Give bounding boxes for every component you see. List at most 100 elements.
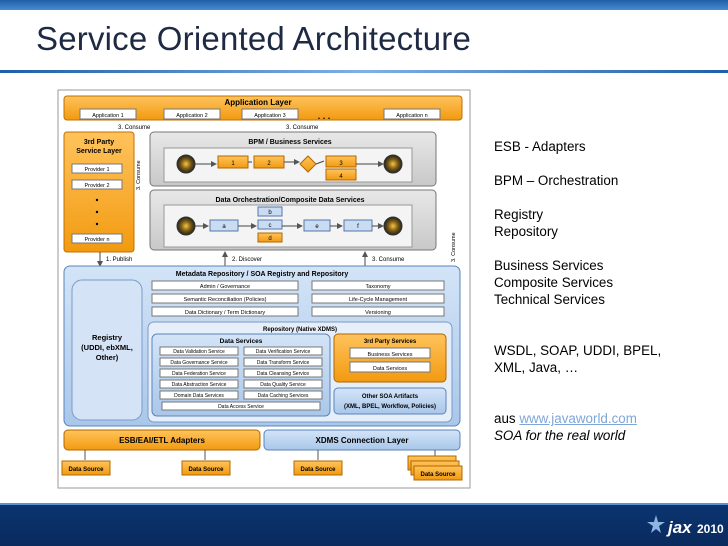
data-orchestration: Data Orchestration/Composite Data Servic… bbox=[149, 189, 437, 251]
bpm-node-2: 2 bbox=[267, 161, 271, 167]
consume-label-3: 3. Consume bbox=[136, 160, 142, 190]
third-party-service-layer: 3rd Party Service Layer Provider 1 Provi… bbox=[63, 131, 135, 253]
provider-2: Provider 2 bbox=[84, 183, 109, 189]
application-layer: Application Layer Application 1 Applicat… bbox=[63, 95, 463, 121]
metadata-left-1: Admin / Governance bbox=[200, 284, 250, 290]
soa-artifacts-line-2: (XML, BPEL, Workflow, Policies) bbox=[344, 404, 436, 410]
note-aus: aus bbox=[494, 411, 520, 426]
orchestration-title: Data Orchestration/Composite Data Servic… bbox=[216, 197, 365, 204]
consume-label-1: 3. Consume bbox=[118, 125, 151, 131]
data-access-service: Data Access Service bbox=[218, 404, 264, 410]
note-source: aus www.javaworld.com bbox=[494, 410, 724, 427]
note-tagline: SOA for the real world bbox=[494, 428, 626, 443]
registry-box: Registry (UDDI, ebXML, Other) bbox=[71, 279, 143, 421]
adapter-layers: ESB/EAI/ETL Adapters XDMS Connection Lay… bbox=[63, 429, 461, 460]
metadata-title: Metadata Repository / SOA Registry and R… bbox=[176, 271, 349, 278]
note-bpm: BPM – Orchestration bbox=[494, 173, 619, 188]
registry-line-3: Other) bbox=[96, 353, 119, 362]
consume-label-5: 3. Consume bbox=[372, 257, 405, 263]
third-party-services-title: 3rd Party Services bbox=[364, 339, 417, 345]
provider-1: Provider 1 bbox=[84, 167, 109, 173]
metadata-right-3: Versioning bbox=[365, 310, 391, 316]
note-repository: Repository bbox=[494, 224, 559, 239]
metadata-right-2: Life-Cycle Management bbox=[349, 297, 408, 303]
data-service-right: Data Cleansing Service bbox=[257, 371, 309, 377]
application-3: Application 3 bbox=[254, 113, 286, 119]
data-service-left-box bbox=[159, 357, 239, 367]
logo-jax: jax bbox=[666, 518, 693, 537]
discover-label: 2. Discover bbox=[232, 257, 262, 263]
footer-accent-line bbox=[0, 503, 728, 505]
orch-node-a: a bbox=[222, 224, 226, 230]
javaworld-link[interactable]: www.javaworld.com bbox=[519, 411, 637, 426]
soa-artifacts-line-1: Other SOA Artifacts bbox=[362, 394, 419, 400]
data-source-4: Data Source bbox=[420, 472, 456, 478]
application-ellipsis: . . . bbox=[318, 111, 331, 121]
application-1: Application 1 bbox=[92, 113, 124, 119]
publish-label: 1. Publish bbox=[106, 257, 132, 263]
xdms-connection-layer: XDMS Connection Layer bbox=[316, 436, 409, 445]
orch-node-f: f bbox=[357, 224, 359, 230]
logo-year: 2010 bbox=[697, 522, 724, 536]
data-service-left-box bbox=[159, 379, 239, 389]
consume-label-4: 3. Consume bbox=[451, 232, 457, 262]
data-service-left: Domain Data Services bbox=[174, 393, 224, 399]
title-underline bbox=[0, 70, 728, 73]
note-business-services: Business Services bbox=[494, 258, 604, 273]
data-service-right-box bbox=[243, 357, 323, 367]
data-service-right-box bbox=[243, 346, 323, 356]
bpm-node-3: 3 bbox=[339, 161, 343, 167]
data-service-right: Data Transform Service bbox=[257, 360, 310, 366]
third-party-services: 3rd Party Services Business Services Dat… bbox=[333, 333, 447, 383]
data-service-left-box bbox=[159, 346, 239, 356]
data-service-right: Data Caching Services bbox=[258, 393, 309, 399]
orch-node-c: c bbox=[269, 223, 272, 229]
metadata-left-2: Semantic Reconciliation (Policies) bbox=[184, 297, 267, 303]
provider-n: Provider n bbox=[84, 237, 109, 243]
note-standards-2: XML, Java, … bbox=[494, 360, 579, 375]
data-service-left-box bbox=[159, 390, 239, 400]
third-party-data-services: Data Services bbox=[373, 366, 407, 372]
application-layer-title: Application Layer bbox=[224, 98, 291, 107]
application-n: Application n bbox=[396, 113, 428, 119]
metadata-left-3: Data Dictionary / Term Dictionary bbox=[185, 310, 266, 316]
soa-artifacts: Other SOA Artifacts (XML, BPEL, Workflow… bbox=[333, 387, 447, 415]
data-service-left: Data Validation Service bbox=[173, 349, 225, 355]
orch-node-d: d bbox=[268, 236, 271, 242]
esb-adapters: ESB/EAI/ETL Adapters bbox=[119, 436, 205, 445]
data-service-right-box bbox=[243, 379, 323, 389]
footer-bar bbox=[0, 505, 728, 546]
consume-label-2: 3. Consume bbox=[286, 125, 319, 131]
slide-title: Service Oriented Architecture bbox=[36, 20, 471, 57]
notes-panel: ESB - Adapters BPM – Orchestration Regis… bbox=[494, 138, 724, 461]
bpm-node-4: 4 bbox=[339, 174, 343, 180]
metadata-right-1: Taxonomy bbox=[365, 284, 390, 290]
note-technical-services: Technical Services bbox=[494, 292, 605, 307]
registry-flow-arrows: 1. Publish 2. Discover 3. Consume bbox=[97, 251, 405, 267]
note-standards-1: WSDL, SOAP, UDDI, BPEL, bbox=[494, 343, 662, 358]
star-icon bbox=[647, 515, 665, 533]
data-source-2: Data Source bbox=[188, 467, 224, 473]
orch-node-b: b bbox=[268, 210, 272, 216]
bpm-node-1: 1 bbox=[231, 161, 235, 167]
data-service-left: Data Governance Service bbox=[170, 360, 227, 366]
repository-title: Repository (Native XDMS) bbox=[263, 327, 337, 333]
top-accent-bar bbox=[0, 0, 728, 10]
data-service-right: Data Verification Service bbox=[256, 349, 311, 355]
data-service-right-box bbox=[243, 390, 323, 400]
bpm-business-services: BPM / Business Services 1 2 3 4 bbox=[149, 131, 437, 187]
registry-line-1: Registry bbox=[92, 333, 123, 342]
registry-line-2: (UDDI, ebXML, bbox=[81, 343, 133, 352]
third-party-title-2: Service Layer bbox=[76, 148, 122, 155]
application-2: Application 2 bbox=[176, 113, 208, 119]
note-registry: Registry bbox=[494, 207, 544, 222]
data-source-3: Data Source bbox=[300, 467, 336, 473]
note-composite-services: Composite Services bbox=[494, 275, 614, 290]
data-service-right-box bbox=[243, 368, 323, 378]
third-party-business-services: Business Services bbox=[368, 352, 413, 358]
jax-logo: jax 2010 bbox=[647, 515, 724, 537]
data-service-left: Data Abstraction Service bbox=[172, 382, 227, 388]
data-source-1: Data Source bbox=[68, 467, 104, 473]
data-service-right: Data Quality Service bbox=[260, 382, 306, 388]
